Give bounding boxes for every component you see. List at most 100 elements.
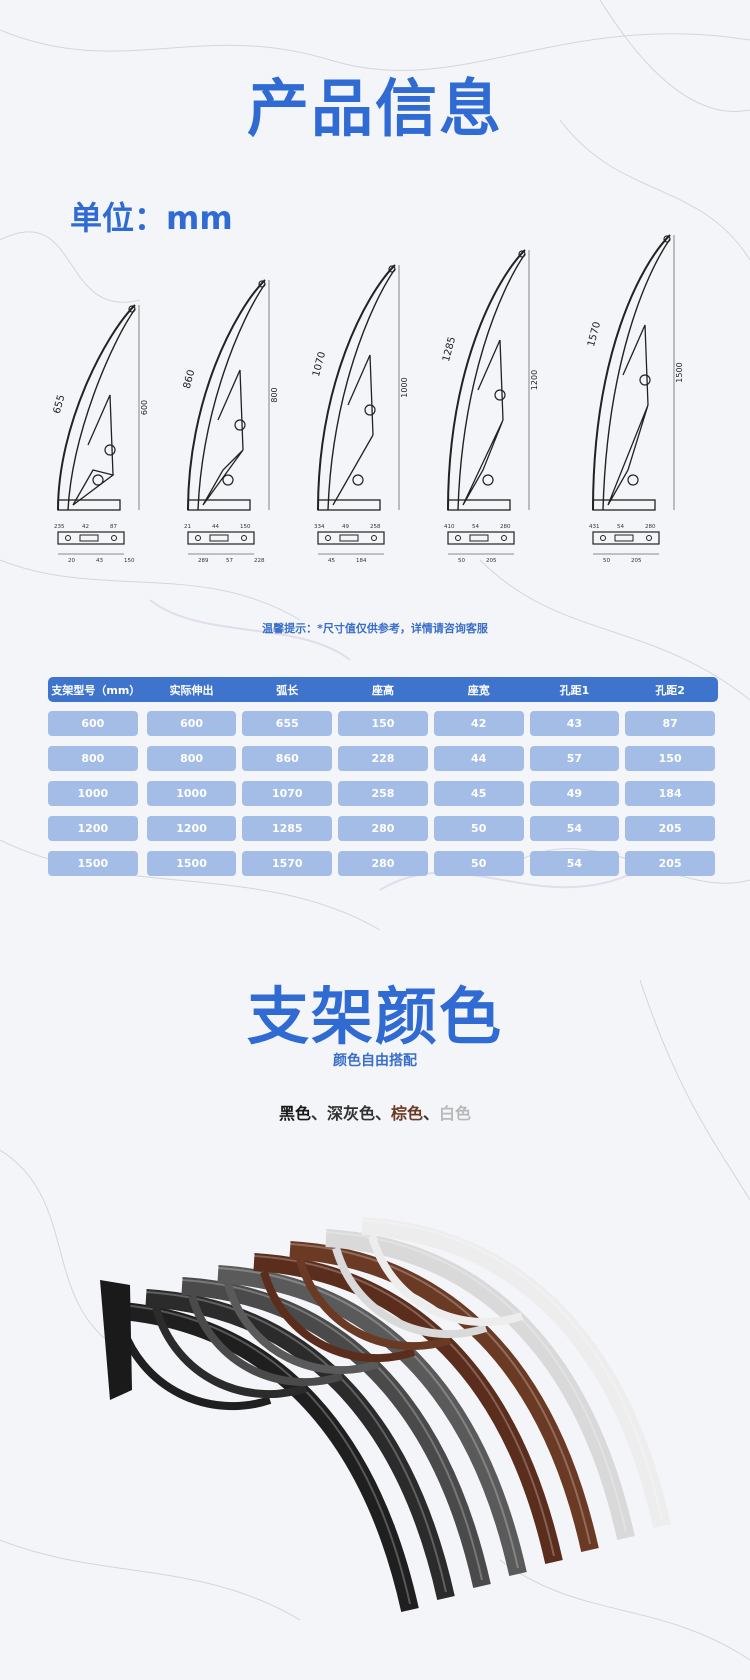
bracket-arm: [289, 1241, 599, 1552]
bracket-arm: [109, 1301, 419, 1612]
arc-length-label: 1285: [441, 336, 458, 363]
bracket-hole: [482, 474, 494, 486]
bracket-arm: [181, 1277, 491, 1588]
bracket-inner-line: [327, 268, 396, 511]
base-dimension-label: 44: [212, 524, 219, 530]
base-dimension-label: 235: [54, 524, 65, 530]
bracket-brace: [224, 1282, 380, 1375]
base-dimension-label: 43: [96, 558, 103, 564]
table-cell: 205: [625, 851, 715, 876]
table-header: 支架型号（mm） 实际伸出 弧长 座高 座宽 孔距1 孔距2: [48, 677, 718, 702]
section-title-bracket-colors: 支架颜色: [246, 980, 503, 1053]
unit-label: 单位：mm: [70, 199, 233, 237]
dimension-drawings: 6006552352042438715080086021289445715022…: [52, 234, 684, 564]
base-plate-hole: [501, 535, 507, 541]
color-option: 黑色: [278, 1104, 311, 1123]
base-plate-hole: [325, 535, 331, 541]
height-dimension-label: 1200: [530, 370, 539, 390]
base-dimension-label: 50: [458, 558, 465, 564]
header-cell: 实际伸出: [169, 683, 214, 697]
bracket-sample: [361, 1217, 671, 1528]
table-row: 800 800 860 228 44 57 150: [48, 746, 718, 771]
base-plate-slot: [79, 534, 99, 542]
bracket-truss: [347, 354, 374, 436]
base-plate: [57, 531, 125, 545]
base-dimension-label: 150: [240, 524, 251, 530]
base-plate-hole: [111, 535, 117, 541]
section-subtitle: 颜色自由搭配: [333, 1053, 417, 1069]
base-plate-hole: [241, 535, 247, 541]
header-cell: 支架型号（mm）: [51, 683, 141, 697]
bracket-arm: [217, 1265, 527, 1576]
table-cell: 600: [146, 711, 237, 736]
bracket-arm: [361, 1217, 671, 1528]
base-dimension-label: 150: [124, 558, 135, 564]
color-option: 深灰色: [326, 1104, 375, 1123]
table-cell: 150: [625, 746, 715, 771]
bracket-hole: [352, 474, 364, 486]
base-plate-hole: [195, 535, 201, 541]
arc-length-label: 655: [52, 394, 68, 415]
bracket-outline: [447, 249, 526, 511]
color-separator: 、: [310, 1104, 327, 1123]
bracket-hole: [627, 474, 639, 486]
color-separator: 、: [423, 1104, 440, 1123]
table-cell: 1285: [242, 816, 333, 841]
header-cell: 座高: [371, 683, 394, 697]
bracket-hole: [92, 474, 104, 486]
color-option: 白色: [439, 1104, 472, 1123]
bracket-arm: [325, 1229, 635, 1540]
base-plate-hole: [600, 535, 606, 541]
size-tip: 温馨提示：*尺寸值仅供参考，详情请咨询客服: [262, 622, 488, 635]
bracket-arm: [145, 1289, 455, 1600]
bracket-inner-line: [197, 283, 266, 511]
bracket-hole: [639, 374, 651, 386]
table-cell: 42: [433, 711, 524, 736]
arc-length-label: 860: [182, 369, 198, 390]
base-dimension-label: 334: [314, 524, 325, 530]
base-plate-hole: [455, 535, 461, 541]
table-cell: 258: [338, 781, 428, 806]
base-dimension-label: 57: [226, 558, 233, 564]
base-dimension-label: 205: [486, 558, 497, 564]
bracket-inner-line: [67, 308, 136, 511]
base-dimension-label: 205: [631, 558, 642, 564]
header-cell: 座宽: [467, 683, 490, 697]
bracket-foot: [447, 499, 511, 511]
height-dimension-label: 800: [270, 387, 279, 402]
bracket-truss: [332, 434, 374, 506]
base-dimension-label: 42: [82, 524, 89, 530]
base-dimension-label: 228: [254, 558, 265, 564]
bracket-foot: [317, 499, 381, 511]
base-dimension-label: 54: [617, 524, 624, 530]
bracket-brace: [368, 1234, 524, 1327]
base-dimension-label: 45: [328, 558, 335, 564]
bracket-hole: [234, 419, 246, 431]
bracket-brace: [188, 1294, 344, 1387]
bracket-truss: [87, 394, 114, 476]
header-cell: 孔距2: [655, 683, 685, 697]
table-row: 600 600 655 150 42 43 87: [48, 711, 718, 736]
bracket-hole: [258, 280, 266, 288]
base-plate-hole: [65, 535, 71, 541]
base-dimension-label: 289: [198, 558, 209, 564]
table-cell: 280: [338, 816, 428, 841]
bracket-outline: [592, 234, 671, 511]
table-cell: 1000: [146, 781, 237, 806]
bracket-hole: [222, 474, 234, 486]
height-dimension-label: 600: [140, 400, 149, 415]
bracket-foot: [57, 499, 121, 511]
bracket-truss: [72, 469, 115, 506]
base-plate: [447, 531, 515, 545]
table-cell: 44: [433, 746, 524, 771]
bracket-color-samples: [100, 1217, 671, 1612]
height-dimension-label: 1500: [675, 362, 684, 382]
bracket-brace: [296, 1258, 452, 1351]
header-cell: 孔距1: [559, 683, 590, 697]
bracket-hole: [518, 250, 526, 258]
bracket-highlight: [361, 1219, 663, 1521]
bracket-wall-plate: [100, 1280, 132, 1400]
base-dimension-label: 20: [68, 558, 75, 564]
table-cell: 43: [529, 711, 620, 736]
